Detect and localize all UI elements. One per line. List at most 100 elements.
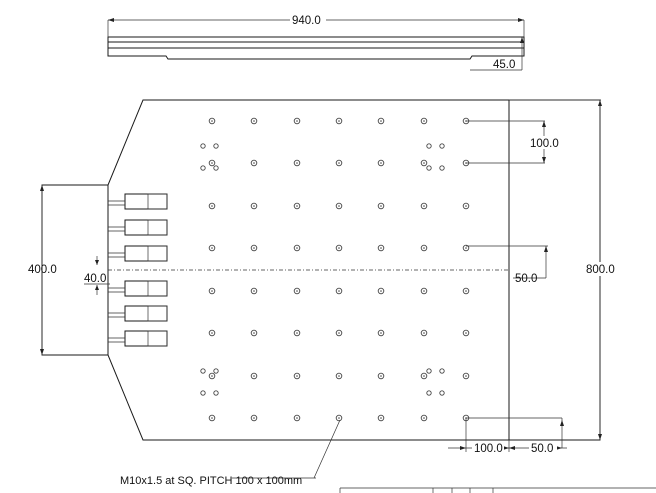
arrowhead bbox=[95, 285, 99, 290]
connector-cap bbox=[147, 245, 168, 262]
threaded-hole-center bbox=[465, 205, 467, 207]
threaded-hole-center bbox=[211, 375, 213, 377]
threaded-hole-center bbox=[423, 205, 425, 207]
dim-pitch-v-label: 100.0 bbox=[530, 138, 559, 150]
threaded-hole-center bbox=[423, 332, 425, 334]
arrowhead bbox=[598, 100, 602, 106]
dim-label-background bbox=[529, 442, 557, 455]
arrowhead bbox=[460, 446, 466, 450]
dowel-hole bbox=[213, 143, 219, 149]
dowel-hole bbox=[426, 165, 432, 171]
dim-width-label: 800.0 bbox=[586, 264, 615, 276]
threaded-hole-center bbox=[465, 247, 467, 249]
hole-grid bbox=[200, 117, 470, 422]
threaded-hole-center bbox=[423, 120, 425, 122]
dowel-hole bbox=[439, 368, 445, 374]
connector-cap bbox=[147, 305, 168, 322]
side-view-lower-profile bbox=[107, 48, 525, 60]
connector-cap bbox=[147, 193, 168, 210]
dim-label-background bbox=[584, 262, 616, 276]
threaded-hole-center bbox=[423, 290, 425, 292]
threaded-hole-center bbox=[380, 417, 382, 419]
connector-block bbox=[124, 245, 168, 262]
arrowhead bbox=[503, 446, 509, 450]
threaded-hole-center bbox=[338, 120, 340, 122]
threaded-hole-center bbox=[338, 247, 340, 249]
connector-block bbox=[124, 193, 168, 210]
threaded-hole-center bbox=[423, 162, 425, 164]
dim-pitch-h-label: 100.0 bbox=[474, 443, 503, 455]
dowel-hole bbox=[200, 165, 206, 171]
dim-label-background bbox=[472, 442, 504, 455]
connector-group bbox=[108, 193, 168, 347]
side-view: 940.0 45.0 bbox=[107, 15, 525, 71]
threaded-hole-center bbox=[253, 375, 255, 377]
dowel-hole bbox=[200, 368, 206, 374]
arrowhead bbox=[556, 446, 562, 450]
arrowhead bbox=[560, 420, 564, 426]
threaded-hole-center bbox=[296, 417, 298, 419]
threaded-hole-center bbox=[296, 247, 298, 249]
threaded-hole-center bbox=[423, 247, 425, 249]
threaded-hole-center bbox=[253, 290, 255, 292]
threaded-hole-center bbox=[338, 205, 340, 207]
threaded-hole-center bbox=[423, 375, 425, 377]
arrowhead bbox=[598, 434, 602, 440]
threaded-hole-center bbox=[211, 205, 213, 207]
dowel-hole bbox=[439, 390, 445, 396]
threaded-hole-center bbox=[338, 375, 340, 377]
threaded-hole-center bbox=[211, 332, 213, 334]
threaded-hole-center bbox=[296, 375, 298, 377]
threaded-hole-center bbox=[380, 120, 382, 122]
threaded-hole-center bbox=[338, 162, 340, 164]
threaded-hole-center bbox=[253, 247, 255, 249]
threaded-hole-center bbox=[211, 417, 213, 419]
threaded-hole-center bbox=[338, 417, 340, 419]
threaded-hole-center bbox=[296, 120, 298, 122]
threaded-hole-center bbox=[296, 205, 298, 207]
arrowhead bbox=[542, 121, 546, 127]
dowel-hole bbox=[426, 390, 432, 396]
connector-block bbox=[124, 280, 168, 297]
threaded-hole-center bbox=[253, 417, 255, 419]
threaded-hole-center bbox=[465, 332, 467, 334]
connector-block bbox=[124, 219, 168, 236]
dim-edge-bottom-label: 50.0 bbox=[531, 443, 553, 455]
arrowhead bbox=[40, 349, 44, 355]
arrowhead bbox=[509, 446, 515, 450]
dowel-hole bbox=[200, 143, 206, 149]
connector-cap bbox=[147, 219, 168, 236]
threaded-hole-center bbox=[380, 162, 382, 164]
connector-cap bbox=[147, 330, 168, 347]
threaded-hole-center bbox=[380, 332, 382, 334]
arrowhead bbox=[518, 18, 524, 22]
callout-leader bbox=[313, 419, 341, 479]
arrowhead bbox=[95, 260, 99, 265]
arrowhead bbox=[542, 157, 546, 163]
arrowhead bbox=[40, 185, 44, 191]
threaded-hole-center bbox=[380, 247, 382, 249]
threaded-hole-center bbox=[380, 290, 382, 292]
threaded-hole-center bbox=[253, 332, 255, 334]
dowel-hole bbox=[426, 368, 432, 374]
dim-length-label: 940.0 bbox=[292, 15, 321, 27]
dowel-hole bbox=[200, 390, 206, 396]
dowel-hole bbox=[439, 165, 445, 171]
dowel-hole bbox=[213, 390, 219, 396]
connector-block bbox=[124, 305, 168, 322]
arrowhead bbox=[544, 246, 548, 252]
threaded-hole-center bbox=[296, 162, 298, 164]
threaded-hole-center bbox=[253, 120, 255, 122]
dowel-hole bbox=[213, 368, 219, 374]
dim-edge-right-label: 50.0 bbox=[515, 273, 537, 285]
threaded-hole-center bbox=[253, 205, 255, 207]
threaded-hole-center bbox=[296, 332, 298, 334]
threaded-hole-center bbox=[338, 290, 340, 292]
dim-label-background bbox=[528, 136, 560, 149]
dim-thickness-label: 45.0 bbox=[493, 59, 515, 71]
threaded-hole-center bbox=[211, 162, 213, 164]
threaded-hole-center bbox=[211, 120, 213, 122]
threaded-hole-center bbox=[380, 375, 382, 377]
dowel-hole bbox=[439, 143, 445, 149]
